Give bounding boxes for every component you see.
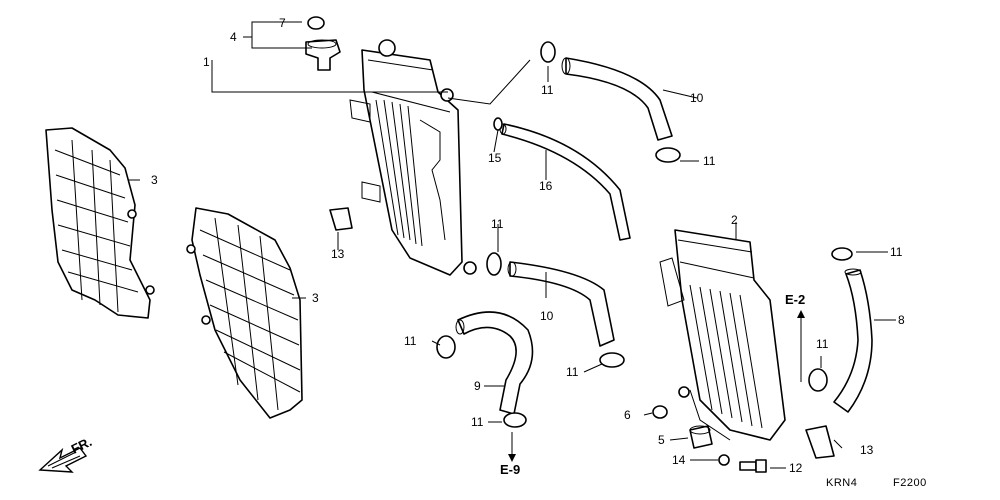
radiator-shroud-left: [45, 127, 155, 319]
radiator-left: [349, 39, 477, 276]
callout-9: 9: [474, 379, 481, 393]
callout-11-far-right: 11: [890, 245, 903, 259]
reference-e2: E-2: [785, 292, 805, 307]
callout-1: 1: [203, 55, 210, 69]
callout-13-left: 13: [331, 247, 345, 261]
leader-lines: [128, 21, 896, 469]
hose-clamp: [436, 41, 853, 428]
callout-12: 12: [789, 461, 803, 475]
callout-11-upper-right: 11: [703, 154, 716, 168]
callout-13-right: 13: [860, 443, 874, 457]
radiator-right: [659, 229, 786, 441]
collar: [652, 405, 668, 419]
hose-right: [833, 268, 873, 413]
tube-clip: [493, 117, 503, 131]
callout-11-top: 11: [541, 83, 554, 97]
grommet: [689, 425, 713, 449]
callout-15: 15: [488, 151, 502, 165]
callout-5: 5: [658, 433, 665, 447]
callout-11-bottom: 11: [471, 415, 484, 429]
callout-8: 8: [898, 313, 905, 327]
callout-3-right: 3: [312, 291, 319, 305]
callout-11-right-clamp: 11: [816, 337, 829, 351]
radiator-shroud-right: [186, 207, 303, 419]
callout-11-left: 11: [404, 334, 417, 348]
callout-16: 16: [539, 179, 553, 193]
callout-7: 7: [279, 16, 286, 30]
mounting-bracket: [329, 207, 835, 459]
washer: [718, 454, 730, 466]
callout-10-upper: 10: [690, 91, 704, 105]
hose-upper-right: [561, 57, 673, 141]
callout-2: 2: [731, 213, 738, 227]
breather-tube: [499, 123, 631, 241]
hose-lower-left: [455, 311, 534, 415]
bolt: [739, 459, 767, 473]
callout-6: 6: [624, 408, 631, 422]
callout-10-lower: 10: [540, 309, 554, 323]
model-code: KRN4: [826, 477, 857, 489]
cap-seal: [307, 16, 325, 30]
callout-11-bottom-mid: 11: [566, 365, 579, 379]
front-direction-arrow: [38, 447, 88, 473]
reference-e9: E-9: [500, 462, 520, 477]
reference-arrows: [508, 310, 805, 462]
callout-14: 14: [672, 453, 686, 467]
hose-middle: [507, 261, 615, 347]
figure-code: F2200: [893, 477, 927, 489]
callout-3-left: 3: [151, 173, 158, 187]
callout-11-mid: 11: [491, 217, 504, 231]
callout-4: 4: [230, 30, 237, 44]
radiator-cap: [305, 39, 341, 71]
